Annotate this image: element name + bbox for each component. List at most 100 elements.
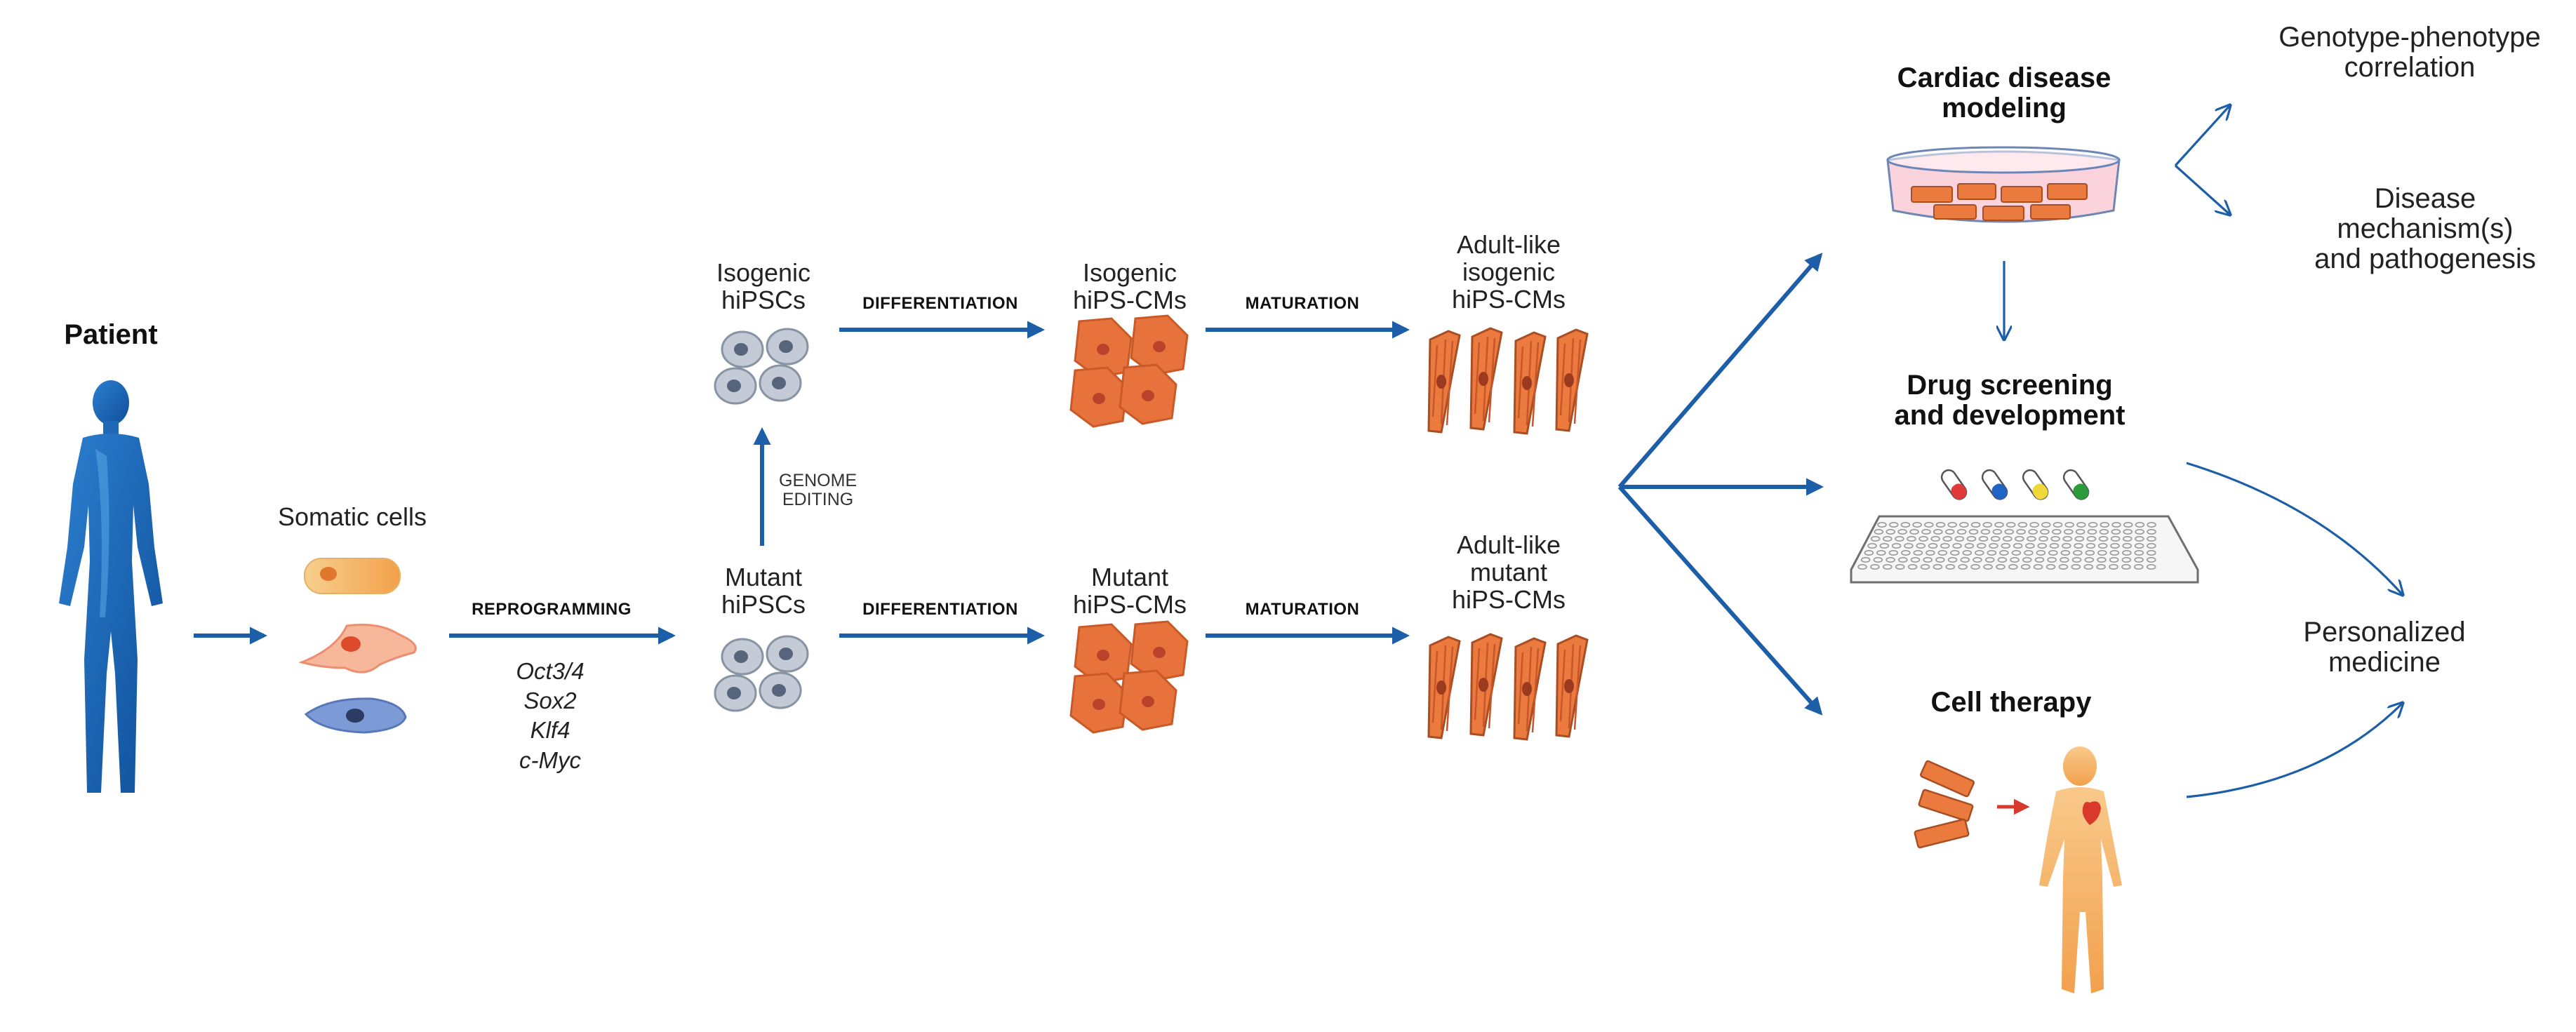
plate-well bbox=[1933, 528, 1943, 535]
plate-well bbox=[2147, 549, 2156, 556]
plate-well bbox=[1882, 535, 1893, 542]
plate-well bbox=[2060, 556, 2069, 563]
plate-well bbox=[1968, 528, 1979, 535]
plate-well bbox=[2073, 549, 2083, 556]
isogenic-hipscs-label: Isogenic hiPSCs bbox=[716, 258, 811, 314]
plate-well bbox=[2008, 563, 2018, 570]
plate-well bbox=[2135, 535, 2144, 542]
plate-well bbox=[1994, 521, 2004, 528]
adult-isogenic-cms-icon bbox=[1427, 327, 1589, 435]
iso-maturation-label: MATURATION bbox=[1245, 294, 1360, 313]
cardiac-modeling-title: Cardiac disease modeling bbox=[1897, 62, 2111, 124]
plate-well bbox=[2110, 542, 2120, 549]
patient-title: Patient bbox=[64, 319, 158, 350]
reprogramming-label: REPROGRAMMING bbox=[472, 600, 632, 619]
plate-well bbox=[1970, 563, 1980, 570]
arrow-to-genotype bbox=[2174, 105, 2230, 167]
arrow-to-mechanism bbox=[2174, 164, 2230, 215]
plate-well bbox=[2098, 535, 2109, 542]
plate-well bbox=[1999, 549, 2009, 556]
plate-well bbox=[1912, 521, 1922, 528]
plate-well bbox=[1857, 563, 1867, 570]
plate-well bbox=[2076, 521, 2086, 528]
plate-well bbox=[1876, 549, 1886, 556]
plate-well bbox=[2052, 528, 2062, 535]
plate-well bbox=[1997, 556, 2008, 563]
plate-well bbox=[1907, 563, 1918, 570]
mutant-hipscs-label: Mutant hiPSCs bbox=[721, 563, 806, 619]
plate-well bbox=[1895, 535, 1904, 542]
arrow-therapy-to-personalized bbox=[2186, 703, 2403, 798]
adult-isogenic-label: Adult-like isogenic hiPS-CMs bbox=[1451, 230, 1566, 314]
plate-well bbox=[1978, 535, 1989, 542]
genome-editing-label: GENOME EDITING bbox=[779, 471, 857, 509]
plate-well bbox=[1877, 521, 1887, 528]
plate-well bbox=[2034, 556, 2045, 563]
plate-well bbox=[2086, 535, 2097, 542]
plate-well bbox=[2135, 521, 2145, 528]
plate-well bbox=[1996, 563, 2006, 570]
plate-well bbox=[2053, 521, 2063, 528]
plate-well bbox=[2096, 563, 2106, 570]
plate-well bbox=[1913, 549, 1923, 556]
plate-well bbox=[1935, 556, 1945, 563]
plate-well bbox=[2086, 542, 2096, 549]
plate-well bbox=[2146, 563, 2156, 570]
plate-well bbox=[2087, 528, 2097, 535]
plate-well bbox=[1864, 549, 1874, 556]
plate-well bbox=[1992, 528, 2003, 535]
plate-well bbox=[2085, 549, 2095, 556]
plate-well bbox=[1975, 549, 1984, 556]
plate-well bbox=[1926, 549, 1935, 556]
plate-well bbox=[1956, 528, 1967, 535]
arrow-to-therapy bbox=[1617, 485, 1823, 716]
mutant-hipscms-icon bbox=[1069, 620, 1189, 734]
patient-figure-icon bbox=[59, 380, 163, 793]
plate-well bbox=[2147, 535, 2156, 542]
plate-well bbox=[1944, 528, 1955, 535]
plate-well bbox=[2060, 549, 2071, 556]
plate-well bbox=[1937, 549, 1948, 556]
plate-well bbox=[2075, 528, 2086, 535]
factor-klf4: Klf4 bbox=[530, 717, 570, 744]
plate-well bbox=[2109, 549, 2120, 556]
plate-well bbox=[1940, 542, 1950, 549]
plate-well bbox=[1901, 549, 1911, 556]
plate-well bbox=[1883, 563, 1893, 570]
plate-well bbox=[1904, 542, 1914, 549]
plate-well bbox=[1933, 563, 1943, 570]
plate-well bbox=[2025, 542, 2035, 549]
plate-well bbox=[1958, 563, 1968, 570]
plate-well bbox=[1888, 549, 1899, 556]
plate-well bbox=[1870, 563, 1880, 570]
plate-well bbox=[1947, 556, 1958, 563]
plate-well bbox=[2001, 542, 2011, 549]
plate-well bbox=[1910, 556, 1921, 563]
plate-well bbox=[2002, 535, 2013, 542]
plate-well bbox=[2028, 528, 2038, 535]
plate-well bbox=[1874, 528, 1884, 535]
plate-well bbox=[2063, 528, 2074, 535]
reprogramming-factors: Oct3/4 Sox2 Klf4 c-Myc bbox=[516, 657, 584, 775]
iso-differentiation-label: DIFFERENTIATION bbox=[862, 294, 1018, 313]
factor-cmyc: c-Myc bbox=[519, 746, 581, 773]
plate-well bbox=[1888, 521, 1899, 528]
isogenic-hipscms-icon bbox=[1069, 314, 1189, 428]
plate-well bbox=[2121, 563, 2131, 570]
plate-well bbox=[2109, 556, 2119, 563]
plate-well bbox=[2010, 556, 2020, 563]
outcome-arrows bbox=[2004, 105, 2403, 798]
workflow-arrows bbox=[194, 253, 1824, 716]
cell-therapy-title: Cell therapy bbox=[1930, 687, 2092, 718]
plate-well bbox=[1897, 528, 1907, 535]
plate-well bbox=[2146, 556, 2156, 563]
plate-well bbox=[1954, 535, 1965, 542]
plate-well bbox=[2147, 542, 2156, 549]
mutant-hipscms-label: Mutant hiPS-CMs bbox=[1072, 563, 1187, 619]
plate-well bbox=[1970, 521, 1981, 528]
plate-well bbox=[2147, 528, 2156, 535]
plate-well bbox=[2099, 528, 2109, 535]
plate-well bbox=[1930, 535, 1940, 542]
plate-well bbox=[2036, 549, 2046, 556]
plate-well bbox=[2122, 549, 2132, 556]
